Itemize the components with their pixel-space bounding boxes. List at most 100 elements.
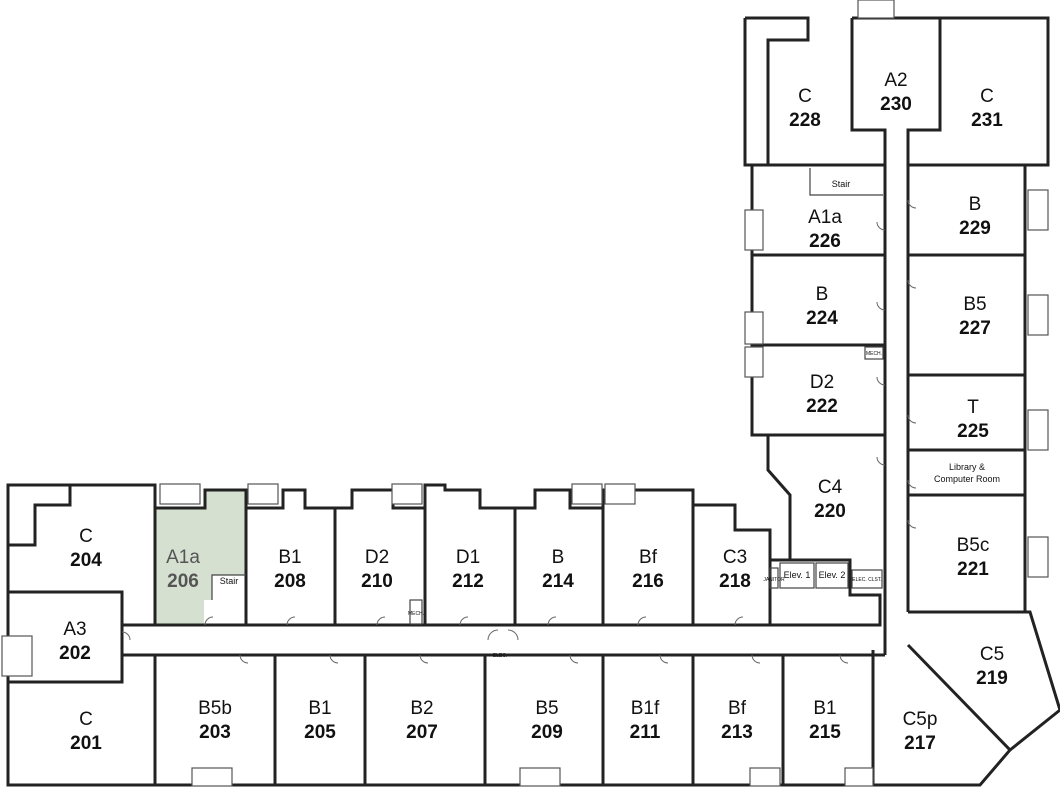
room-210[interactable]: D2 210 <box>361 547 393 592</box>
room-219[interactable]: C5 219 <box>976 644 1008 689</box>
elevator-1-label: Elev. 1 <box>784 570 811 580</box>
room-222[interactable]: D2 222 <box>806 372 838 417</box>
room-221[interactable]: B5c 221 <box>957 535 990 580</box>
room-number: 220 <box>814 501 846 522</box>
utility-labels: Stair Stair Library & Computer Room Elev… <box>220 179 1000 659</box>
room-211[interactable]: B1f 211 <box>630 698 661 743</box>
elec-label: ELEC. <box>493 653 507 659</box>
room-type: C <box>79 709 93 730</box>
room-206-highlight <box>155 490 246 625</box>
room-215[interactable]: B1 215 <box>809 698 841 743</box>
room-number: 209 <box>531 722 563 743</box>
building-walls <box>6 16 1060 787</box>
room-type: B2 <box>410 698 433 719</box>
room-type: C <box>798 86 812 107</box>
room-type: A1a <box>808 207 842 228</box>
room-type: B5c <box>957 535 990 556</box>
room-type: B5b <box>198 698 232 719</box>
room-206[interactable]: A1a 206 <box>166 547 200 592</box>
room-214[interactable]: B 214 <box>542 547 574 592</box>
room-type: Bf <box>728 698 747 719</box>
room-207[interactable]: B2 207 <box>406 698 438 743</box>
room-204[interactable]: C 204 <box>70 526 102 571</box>
room-type: C <box>980 86 994 107</box>
room-number: 210 <box>361 571 393 592</box>
library-label: Computer Room <box>934 474 1000 484</box>
room-213[interactable]: Bf 213 <box>721 698 753 743</box>
room-type: C <box>79 526 93 547</box>
room-225[interactable]: T 225 <box>957 397 989 442</box>
room-number: 228 <box>789 110 821 131</box>
room-labels: C 204 A1a 206 B1 208 D2 210 D1 212 B 214… <box>59 70 1008 754</box>
room-218[interactable]: C3 218 <box>719 547 751 592</box>
room-216[interactable]: Bf 216 <box>632 547 664 592</box>
room-type: B <box>816 284 829 305</box>
room-number: 224 <box>806 308 838 329</box>
room-type: B1 <box>308 698 331 719</box>
room-212[interactable]: D1 212 <box>452 547 484 592</box>
room-209[interactable]: B5 209 <box>531 698 563 743</box>
room-231[interactable]: C 231 <box>971 86 1003 131</box>
library-label: Library & <box>949 462 985 472</box>
room-type: C5 <box>980 644 1004 665</box>
room-203[interactable]: B5b 203 <box>198 698 232 743</box>
room-number: 205 <box>304 722 336 743</box>
room-number: 202 <box>59 643 91 664</box>
room-type: A2 <box>884 70 907 91</box>
room-201[interactable]: C 201 <box>70 709 102 754</box>
room-208[interactable]: B1 208 <box>274 547 306 592</box>
room-number: 217 <box>904 733 936 754</box>
room-number: 221 <box>957 559 989 580</box>
room-type: D2 <box>365 547 389 568</box>
room-type: B <box>969 194 982 215</box>
room-type: B1 <box>278 547 301 568</box>
room-number: 208 <box>274 571 306 592</box>
room-205[interactable]: B1 205 <box>304 698 336 743</box>
room-220[interactable]: C4 220 <box>814 477 846 522</box>
room-type: D1 <box>456 547 480 568</box>
room-number: 230 <box>880 94 912 115</box>
room-number: 206 <box>167 571 199 592</box>
room-type: B <box>552 547 565 568</box>
room-number: 226 <box>809 231 841 252</box>
stair-label: Stair <box>220 576 239 586</box>
room-number: 213 <box>721 722 753 743</box>
room-type: B5 <box>535 698 558 719</box>
room-type: B1 <box>813 698 836 719</box>
room-type: Bf <box>639 547 658 568</box>
room-type: D2 <box>810 372 834 393</box>
elevator-2-label: Elev. 2 <box>819 570 846 580</box>
room-number: 229 <box>959 218 991 239</box>
room-number: 219 <box>976 668 1008 689</box>
door-swings <box>121 199 917 664</box>
room-type: B1f <box>631 698 660 719</box>
room-number: 207 <box>406 722 438 743</box>
room-number: 222 <box>806 396 838 417</box>
room-227[interactable]: B5 227 <box>959 294 991 339</box>
room-217[interactable]: C5p 217 <box>903 709 938 754</box>
room-number: 203 <box>199 722 231 743</box>
room-202[interactable]: A3 202 <box>59 619 91 664</box>
room-230[interactable]: A2 230 <box>880 70 912 115</box>
room-226[interactable]: A1a 226 <box>808 207 842 252</box>
room-number: 201 <box>70 733 102 754</box>
room-number: 212 <box>452 571 484 592</box>
room-type: A3 <box>63 619 86 640</box>
elec-closet-label: ELEC. CLST. <box>852 577 881 583</box>
room-number: 231 <box>971 110 1003 131</box>
room-type: B5 <box>963 294 986 315</box>
room-type: C4 <box>818 477 843 498</box>
mech-label: MECH. <box>408 611 424 617</box>
room-229[interactable]: B 229 <box>959 194 991 239</box>
room-224[interactable]: B 224 <box>806 284 838 329</box>
room-228[interactable]: C 228 <box>789 86 821 131</box>
room-number: 218 <box>719 571 751 592</box>
room-number: 204 <box>70 550 102 571</box>
mech-label: MECH. <box>866 351 882 357</box>
janitor-label: JANITOR <box>763 577 785 583</box>
room-type: A1a <box>166 547 200 568</box>
room-type: C3 <box>723 547 747 568</box>
room-number: 211 <box>630 722 661 743</box>
